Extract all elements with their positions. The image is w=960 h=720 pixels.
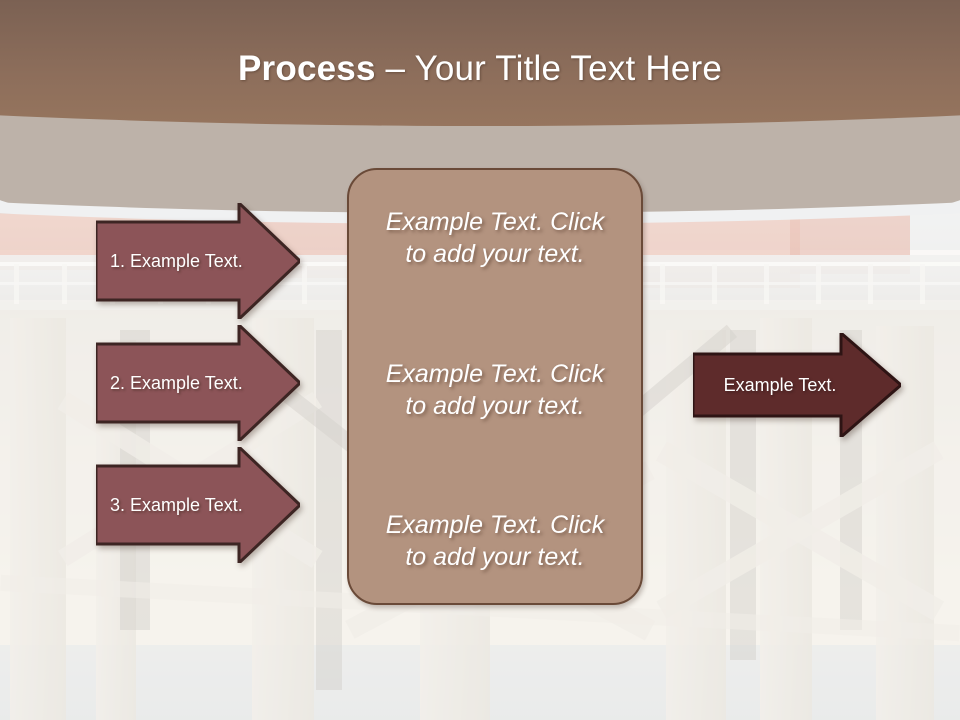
card-paragraph-3: Example Text. Click to add your text. <box>385 511 605 571</box>
title-light-part: Your Title Text Here <box>414 49 722 88</box>
step-arrow-3[interactable]: 3. Example Text. <box>96 447 300 563</box>
step-arrow-1[interactable]: 1. Example Text. <box>96 203 300 319</box>
result-arrow-label: Example Text. <box>723 374 837 395</box>
title-strong-part: Process <box>238 49 376 88</box>
step-arrow-2[interactable]: 2. Example Text. <box>96 325 300 441</box>
step-arrow-3-label: 3. Example Text. <box>110 494 243 515</box>
card-paragraph-2: Example Text. Click to add your text. <box>385 359 605 420</box>
result-arrow[interactable]: Example Text. <box>693 333 901 437</box>
slide-title: Process – Your Title Text Here <box>0 48 960 89</box>
center-text-card[interactable]: Example Text. Click to add your text. Ex… <box>347 168 643 605</box>
title-dash: – <box>375 49 415 88</box>
card-paragraph-1: Example Text. Click to add your text. <box>385 208 605 268</box>
step-arrow-2-label: 2. Example Text. <box>110 372 243 393</box>
header-brown-band <box>0 0 960 126</box>
step-arrow-1-label: 1. Example Text. <box>110 250 243 271</box>
